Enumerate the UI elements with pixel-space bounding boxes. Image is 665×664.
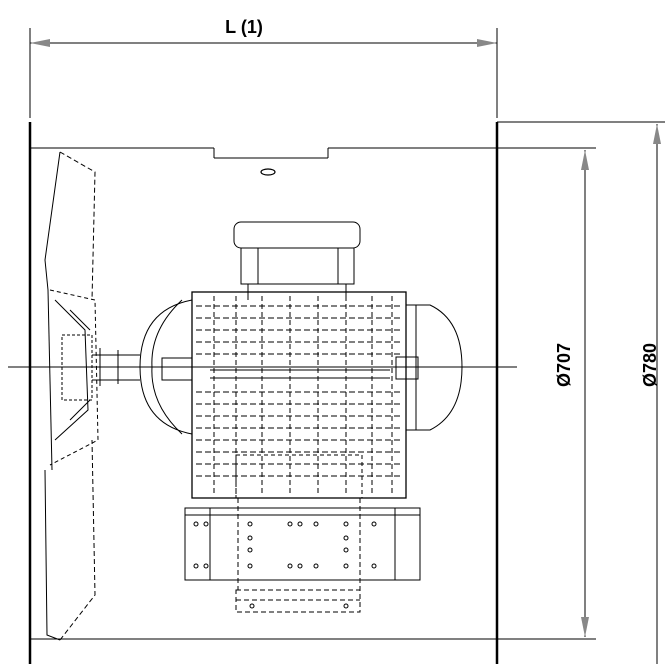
base-plate — [184, 507, 421, 581]
inner-diameter-label: Ø707 — [554, 343, 574, 387]
cooling-fins — [196, 296, 402, 494]
length-label: L (1) — [225, 17, 263, 37]
outer-diameter-dimension — [497, 121, 665, 664]
drain-hole — [260, 168, 276, 176]
inner-diameter-dimension — [497, 147, 596, 640]
casing — [28, 122, 499, 664]
bolt-holes — [193, 521, 377, 609]
length-dimension — [29, 28, 498, 118]
outer-diameter-label: Ø780 — [640, 343, 660, 387]
arrowhead-right — [477, 39, 497, 47]
mounting-base — [184, 454, 421, 613]
impeller — [44, 151, 140, 641]
motor — [139, 221, 463, 499]
terminal-box — [233, 221, 361, 249]
arrowhead-top — [581, 150, 589, 170]
motor-frame — [191, 291, 407, 499]
arrowhead-top — [653, 124, 661, 144]
arrowhead-bottom — [581, 617, 589, 637]
arrowhead-left — [30, 39, 50, 47]
